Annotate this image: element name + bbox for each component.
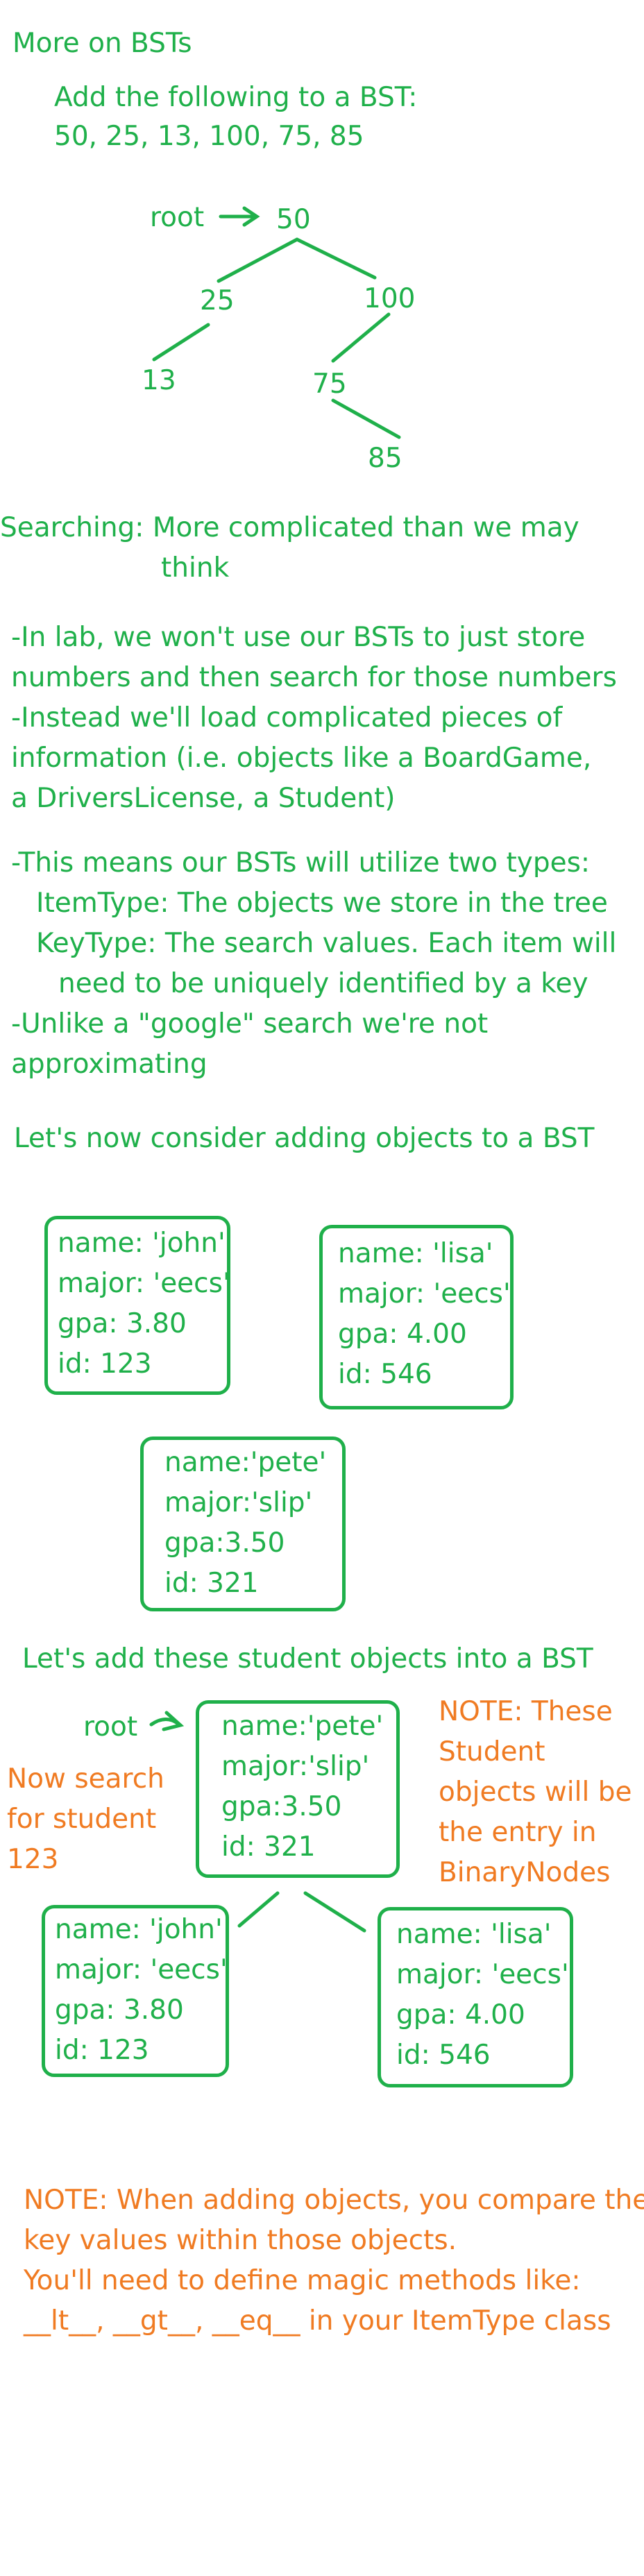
root2-label: root: [83, 1711, 138, 1743]
final-note-3: You'll need to define magic methods like…: [24, 2265, 581, 2296]
types-note-3: KeyType: The search values. Each item wi…: [36, 928, 617, 959]
pete-node-name: name:'pete': [221, 1711, 384, 1742]
entry-note-line3: objects will be: [439, 1777, 632, 1808]
edge-100-75: [331, 312, 391, 363]
pete-major: major:'slip': [164, 1487, 313, 1518]
pete-node-gpa: gpa:3.50: [221, 1791, 342, 1822]
john-node-name: name: 'john': [55, 1914, 223, 1945]
edge-25-13: [152, 323, 210, 362]
john-gpa: gpa: 3.80: [58, 1308, 187, 1339]
root2-arrowhead: [162, 1711, 185, 1731]
student-card-lisa: name: 'lisa' major: 'eecs' gpa: 4.00 id:…: [319, 1225, 514, 1409]
bst-node-lisa: name: 'lisa' major: 'eecs' gpa: 4.00 id:…: [378, 1907, 573, 2087]
node-85: 85: [368, 443, 402, 474]
final-note-4: __lt__, __gt__, __eq__ in your ItemType …: [24, 2305, 611, 2337]
node-25: 25: [200, 285, 235, 316]
john-node-gpa: gpa: 3.80: [55, 1994, 184, 2026]
node-75: 75: [312, 368, 347, 400]
lisa-major: major: 'eecs': [338, 1278, 511, 1310]
john-name: name: 'john': [58, 1228, 226, 1259]
john-node-id: id: 123: [55, 2035, 149, 2066]
bst-node-john: name: 'john' major: 'eecs' gpa: 3.80 id:…: [42, 1905, 229, 2077]
bst-node-pete: name:'pete' major:'slip' gpa:3.50 id: 32…: [196, 1700, 400, 1878]
add-students-heading: Let's add these student objects into a B…: [22, 1643, 593, 1675]
student-card-john: name: 'john' major: 'eecs' gpa: 3.80 id:…: [44, 1216, 230, 1395]
entry-note-line1: NOTE: These: [439, 1696, 613, 1727]
lab-note-1: -In lab, we won't use our BSTs to just s…: [11, 622, 586, 653]
page-heading: More on BSTs: [12, 28, 192, 59]
pete-node-id: id: 321: [221, 1831, 316, 1863]
node-100: 100: [364, 283, 416, 314]
john-major: major: 'eecs': [58, 1268, 230, 1299]
lisa-name: name: 'lisa': [338, 1238, 493, 1269]
lisa-node-id: id: 546: [396, 2040, 491, 2071]
types-note-2: ItemType: The objects we store in the tr…: [36, 888, 608, 919]
add-instruction-line2: 50, 25, 13, 100, 75, 85: [54, 121, 364, 152]
edge-50-100: [295, 237, 377, 280]
types-note-6: approximating: [11, 1049, 207, 1080]
lisa-gpa: gpa: 4.00: [338, 1319, 467, 1350]
edge-pete-lisa: [303, 1891, 366, 1933]
pete-gpa: gpa:3.50: [164, 1527, 285, 1559]
lisa-node-major: major: 'eecs': [396, 1959, 569, 1990]
john-id: id: 123: [58, 1348, 152, 1380]
student-card-pete: name:'pete' major:'slip' gpa:3.50 id: 32…: [140, 1437, 346, 1611]
add-instruction-line1: Add the following to a BST:: [54, 82, 418, 113]
edge-75-85: [331, 398, 401, 439]
search-note-line1: Now search: [7, 1763, 164, 1795]
entry-note-line4: the entry in: [439, 1817, 597, 1848]
types-note-5: -Unlike a "google" search we're not: [11, 1008, 489, 1040]
searching-line1: Searching: More complicated than we may: [0, 512, 579, 543]
lab-note-5: a DriversLicense, a Student): [11, 783, 396, 814]
node-50: 50: [276, 204, 311, 235]
john-node-major: major: 'eecs': [55, 1954, 228, 1985]
edge-50-25: [217, 237, 299, 283]
entry-note-line5: BinaryNodes: [439, 1857, 611, 1888]
node-13: 13: [142, 365, 176, 396]
entry-note-line2: Student: [439, 1736, 545, 1768]
pete-id: id: 321: [164, 1568, 259, 1599]
pete-name: name:'pete': [164, 1447, 327, 1478]
final-note-1: NOTE: When adding objects, you compare t…: [24, 2185, 644, 2216]
lab-note-4: information (i.e. objects like a BoardGa…: [11, 743, 592, 774]
lisa-node-name: name: 'lisa': [396, 1919, 552, 1950]
consider-heading: Let's now consider adding objects to a B…: [14, 1123, 595, 1154]
lab-note-2: numbers and then search for those number…: [11, 662, 617, 693]
lab-note-3: -Instead we'll load complicated pieces o…: [11, 702, 563, 734]
types-note-4: need to be uniquely identified by a key: [58, 968, 588, 999]
final-note-2: key values within those objects.: [24, 2225, 457, 2256]
search-note-line3: 123: [7, 1844, 59, 1875]
lisa-id: id: 546: [338, 1359, 432, 1390]
searching-line2: think: [161, 552, 230, 584]
root-label: root: [150, 202, 205, 233]
pete-node-major: major:'slip': [221, 1751, 370, 1782]
types-note-1: -This means our BSTs will utilize two ty…: [11, 847, 591, 879]
lisa-node-gpa: gpa: 4.00: [396, 1999, 525, 2031]
edge-pete-john: [237, 1891, 280, 1928]
search-note-line2: for student: [7, 1804, 157, 1835]
root-arrowhead: [242, 206, 260, 227]
